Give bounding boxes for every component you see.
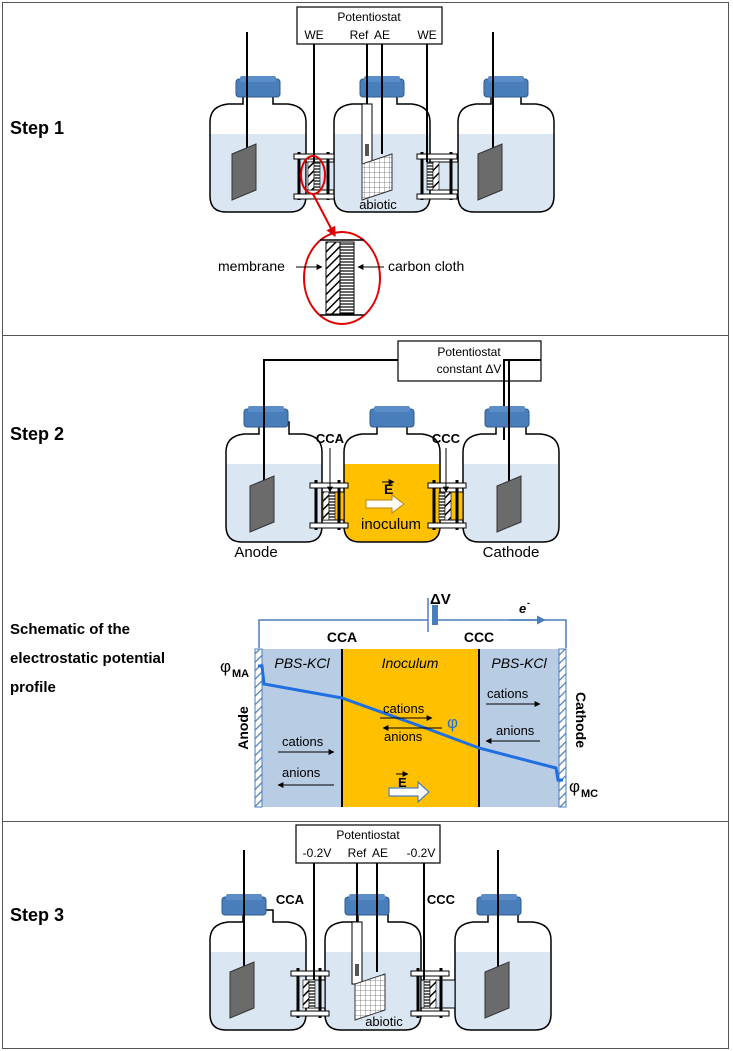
bottle-cathode (462, 360, 560, 543)
cathode-label-s: Cathode (573, 692, 589, 748)
carbon-cloth-label: carbon cloth (388, 258, 464, 274)
anode-label-2: Anode (234, 544, 277, 561)
step3-label: Step 3 (10, 905, 65, 925)
pbs-right-zone (479, 649, 559, 807)
cations-left: cations (282, 734, 324, 749)
ccc-label-2: CCC (432, 431, 461, 446)
step1-label: Step 1 (10, 118, 65, 138)
phi-label: φ (447, 713, 458, 732)
connector-left (293, 44, 335, 200)
anions-left: anions (282, 765, 321, 780)
connector-right-3 (410, 863, 456, 1018)
v-left-label: -0.2V (303, 846, 332, 860)
ref-label-3: Ref (348, 846, 367, 860)
potentiostat-label-3: Potentiostat (336, 828, 400, 842)
phi-mc-sub: MC (581, 788, 598, 800)
cations-middle: cations (383, 701, 425, 716)
phi-ma-label: φ (220, 657, 231, 676)
inoculum-label-2: inoculum (361, 516, 421, 533)
schematic-label: Schematic of the electrostatic potential… (10, 621, 166, 696)
bottle-middle-3 (324, 863, 422, 1031)
cathode-plate (558, 648, 567, 808)
ref-label: Ref (350, 28, 369, 42)
bottle-anode (225, 360, 323, 543)
cca-label-3: CCA (276, 892, 305, 907)
potentiostat-label: Potentiostat (337, 10, 401, 24)
connector-ccc (427, 480, 467, 530)
bottle-inoculum (343, 406, 441, 543)
cca-label-s: CCA (327, 629, 357, 645)
constant-dv-label: constant ΔV (437, 362, 502, 376)
electron-sup: - (527, 598, 530, 608)
inoculum-label-s: Inoculum (382, 655, 439, 671)
pbs-left-zone (262, 649, 342, 807)
carbon-cloth-zoom (339, 241, 355, 315)
we-left-label: WE (304, 28, 323, 42)
anions-right: anions (496, 723, 535, 738)
ae-label: AE (374, 28, 390, 42)
cathode-label-2: Cathode (483, 544, 540, 561)
abiotic-label: abiotic (359, 197, 397, 212)
electron-label: e (519, 601, 526, 616)
cations-right: cations (487, 686, 529, 701)
e-field-label-s: E (398, 775, 407, 790)
potentiostat-box (296, 6, 443, 45)
potential-profile-schematic: ΔV e - CCA CCC PBS-KCl Inoculum PBS-KCl … (220, 591, 598, 808)
bottle-left-3 (209, 850, 307, 1031)
bottle-right-3 (454, 850, 552, 1031)
e-field-arrow-s (388, 780, 430, 804)
e-field-label-2: E (384, 481, 393, 497)
delta-v-label: ΔV (430, 591, 451, 608)
anode-label-s: Anode (235, 706, 251, 750)
phi-mc-label: φ (569, 777, 580, 796)
anions-middle: anions (384, 729, 423, 744)
step2-label: Step 2 (10, 424, 65, 444)
cca-label-2: CCA (316, 431, 345, 446)
bottle-middle (333, 44, 431, 213)
we-right-label: WE (417, 28, 436, 42)
v-right-label: -0.2V (407, 846, 436, 860)
phi-ma-sub: MA (232, 668, 249, 680)
zoom-arrow (312, 193, 336, 237)
connector-right (416, 44, 459, 200)
membrane-label: membrane (218, 258, 285, 274)
pbs-right-label: PBS-KCl (491, 655, 547, 671)
anode-plate (254, 648, 263, 808)
zoom-circle (303, 231, 381, 325)
ccc-label-3: CCC (427, 892, 456, 907)
membrane-zoom (325, 241, 341, 315)
step3-diagram: Potentiostat -0.2V Ref AE -0.2V (209, 824, 552, 1031)
ccc-label-s: CCC (464, 629, 494, 645)
ae-label-3: AE (372, 846, 388, 860)
step2-diagram: Potentiostat constant ΔV (225, 340, 560, 561)
bottle-right (457, 32, 555, 213)
bottle-left (209, 32, 307, 213)
step1-diagram: Potentiostat WE Ref AE WE (209, 6, 555, 325)
connector-cca (309, 480, 349, 530)
panel-step3 (2, 821, 729, 1049)
potential-profile-line (258, 664, 563, 782)
potentiostat-box-3 (295, 824, 441, 864)
abiotic-label-3: abiotic (365, 1014, 403, 1029)
pbs-left-label: PBS-KCl (274, 655, 330, 671)
connector-left-3 (290, 863, 330, 1018)
potentiostat-label-2: Potentiostat (437, 345, 501, 359)
